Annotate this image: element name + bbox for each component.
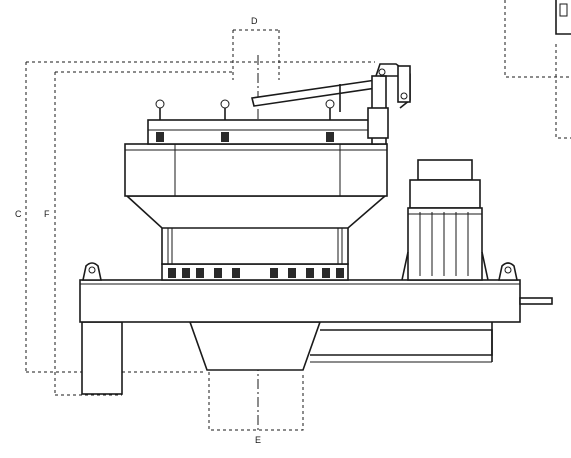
- base-leg-left: [81, 321, 123, 395]
- davit-arm: [251, 63, 411, 145]
- base-frame: [79, 262, 553, 323]
- dimension-label-c: C: [15, 209, 22, 219]
- drum-housing: [161, 225, 349, 281]
- discharge-hopper: [188, 321, 493, 371]
- lid-eyebolts: [155, 99, 335, 142]
- cone-section: [124, 195, 388, 229]
- motor: [401, 159, 489, 281]
- adjacent-drawing-fragment: [504, 0, 571, 139]
- dimension-e: E: [208, 372, 304, 445]
- dimension-d: D: [232, 16, 280, 80]
- dimension-c: C: [15, 61, 375, 373]
- main-casing: [124, 99, 388, 197]
- dimension-label-e: E: [255, 435, 261, 445]
- dimension-label-f: F: [44, 209, 50, 219]
- dimension-label-d: D: [251, 16, 258, 26]
- dimension-f: F: [44, 71, 232, 396]
